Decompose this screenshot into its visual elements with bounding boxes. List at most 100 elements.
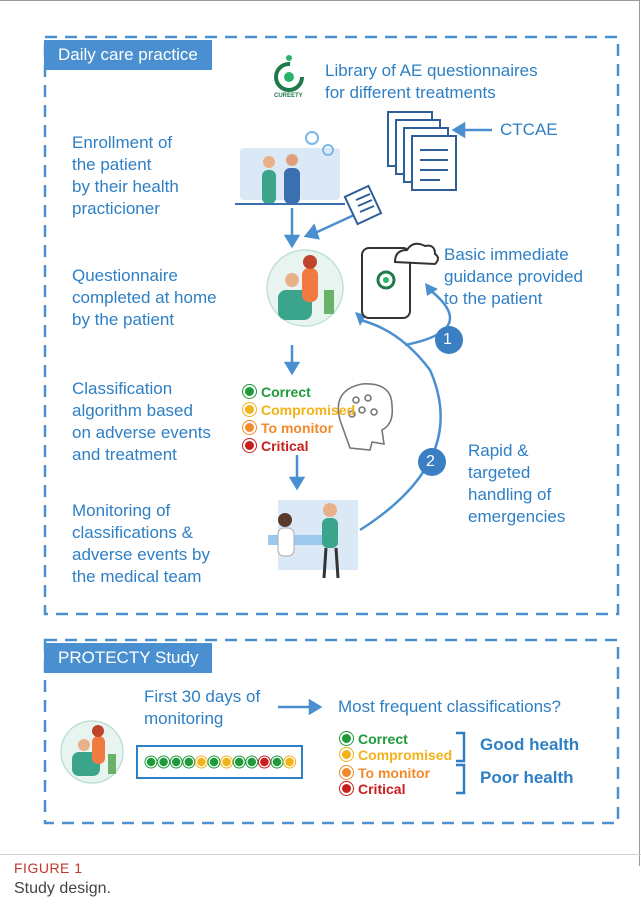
medical-team-illustration-icon xyxy=(268,500,358,579)
step1-circle xyxy=(435,326,463,354)
track-dot-critical xyxy=(258,756,271,768)
track-dot-ring xyxy=(182,755,196,769)
class-correct-label: Correct xyxy=(261,384,311,400)
study-class-compromised: Compromised xyxy=(340,747,452,763)
step2-circle xyxy=(418,448,446,476)
track-dot-ring xyxy=(232,755,246,769)
track-dot-ring xyxy=(220,755,234,769)
panel2-tab: PROTECTY Study xyxy=(44,643,213,673)
study-monitor-label: To monitor xyxy=(358,765,431,781)
track-dot-compromised xyxy=(283,756,296,768)
figure-label: FIGURE 1 xyxy=(14,860,83,876)
step2-number: 2 xyxy=(426,453,435,470)
frequent-classifications: Most frequent classifications? xyxy=(338,697,561,716)
guidance-line-3: to the patient xyxy=(444,289,543,308)
track-dot-ring xyxy=(283,755,297,769)
documents-icon xyxy=(387,111,457,191)
enrollment-line-1: Enrollment of xyxy=(72,133,173,152)
class-compromised-label: Compromised xyxy=(261,402,356,418)
monitor-dot-icon xyxy=(243,421,256,434)
guidance-line-2: guidance provided xyxy=(444,267,583,286)
caption-divider xyxy=(0,854,641,855)
phone-icon xyxy=(361,242,439,319)
curve-guidance xyxy=(404,289,452,347)
class-correct: Correct xyxy=(243,384,311,400)
figure-caption: Study design. xyxy=(14,880,111,897)
study-patient-illustration-icon xyxy=(60,720,124,784)
track-dot-correct xyxy=(145,756,157,768)
track-dot-ring xyxy=(194,755,208,769)
library-line-1: Library of AE questionnaires xyxy=(325,61,538,80)
correct-dot-icon xyxy=(340,732,353,745)
class-compromised: Compromised xyxy=(243,402,355,418)
track-dot-ring xyxy=(257,755,271,769)
poor-health-bracket xyxy=(456,763,466,795)
study-correct-label: Correct xyxy=(358,731,408,747)
track-dot-correct xyxy=(246,756,258,768)
critical-dot-icon xyxy=(340,782,353,795)
study-class-to-monitor: To monitor xyxy=(340,765,430,781)
class-to-monitor: To monitor xyxy=(243,420,333,436)
logo-text: CUREETY xyxy=(274,93,303,99)
track-dot-correct xyxy=(183,756,195,768)
track-dot-compromised xyxy=(220,756,233,768)
track-dot-correct xyxy=(170,756,182,768)
curve-emergency xyxy=(359,318,442,532)
library-line-2: for different treatments xyxy=(325,83,496,102)
home-patient-illustration-icon xyxy=(266,249,344,327)
track-dot-correct xyxy=(208,756,220,768)
diagram-canvas xyxy=(43,35,620,825)
monitoring-line-3: adverse events by xyxy=(72,545,210,564)
handling-line-2: targeted xyxy=(468,463,531,482)
first-days-line-1: First 30 days of xyxy=(144,687,261,706)
enrollment-line-3: by their health xyxy=(72,177,179,196)
track-dot-correct xyxy=(157,756,170,768)
track-dot-ring xyxy=(144,755,158,769)
questionnaire-line-3: by the patient xyxy=(72,310,175,329)
track-dot-compromised xyxy=(195,756,208,768)
panel1-border xyxy=(43,35,620,616)
track-dot-ring xyxy=(207,755,221,769)
classification-line-1: Classification xyxy=(72,379,173,398)
study-class-critical: Critical xyxy=(340,781,405,797)
questionnaire-line-1: Questionnaire xyxy=(72,266,178,285)
cureety-logo-icon xyxy=(274,55,304,92)
first-days-line-2: monitoring xyxy=(144,709,224,728)
class-critical: Critical xyxy=(243,438,308,454)
good-health-bracket xyxy=(456,731,466,763)
step1-number: 1 xyxy=(443,331,452,348)
monitoring-line-1: Monitoring of xyxy=(72,501,171,520)
classification-track-dots xyxy=(144,755,297,769)
track-dot-ring xyxy=(270,755,284,769)
enrollment-line-2: the patient xyxy=(72,155,152,174)
single-document-icon xyxy=(343,184,383,226)
panel2-border xyxy=(43,638,620,825)
handling-line-1: Rapid & xyxy=(468,441,529,460)
enrollment-illustration-icon xyxy=(235,131,345,205)
class-critical-label: Critical xyxy=(261,438,309,454)
handling-line-4: emergencies xyxy=(468,507,566,526)
track-dot-correct xyxy=(271,756,283,768)
monitoring-line-2: classifications & xyxy=(72,523,193,542)
enrollment-line-4: practicioner xyxy=(72,199,160,218)
brain-icon xyxy=(337,383,394,451)
study-compromised-label: Compromised xyxy=(358,747,453,763)
poor-health-label: Poor health xyxy=(480,768,574,787)
track-dot-correct xyxy=(233,756,245,768)
monitoring-line-4: the medical team xyxy=(72,567,202,586)
compromised-dot-icon xyxy=(243,403,256,416)
track-dot-ring xyxy=(169,755,183,769)
classification-line-2: algorithm based xyxy=(72,401,193,420)
questionnaire-line-2: completed at home xyxy=(72,288,217,307)
panel1-tab: Daily care practice xyxy=(44,40,212,70)
good-health-label: Good health xyxy=(480,735,580,754)
classification-line-3: on adverse events xyxy=(72,423,211,442)
critical-dot-icon xyxy=(243,439,256,452)
guidance-line-1: Basic immediate xyxy=(444,245,569,264)
correct-dot-icon xyxy=(243,385,256,398)
track-dot-ring xyxy=(245,755,259,769)
classification-line-4: and treatment xyxy=(72,445,177,464)
study-class-correct: Correct xyxy=(340,731,408,747)
handling-line-3: handling of xyxy=(468,485,552,504)
compromised-dot-icon xyxy=(340,748,353,761)
